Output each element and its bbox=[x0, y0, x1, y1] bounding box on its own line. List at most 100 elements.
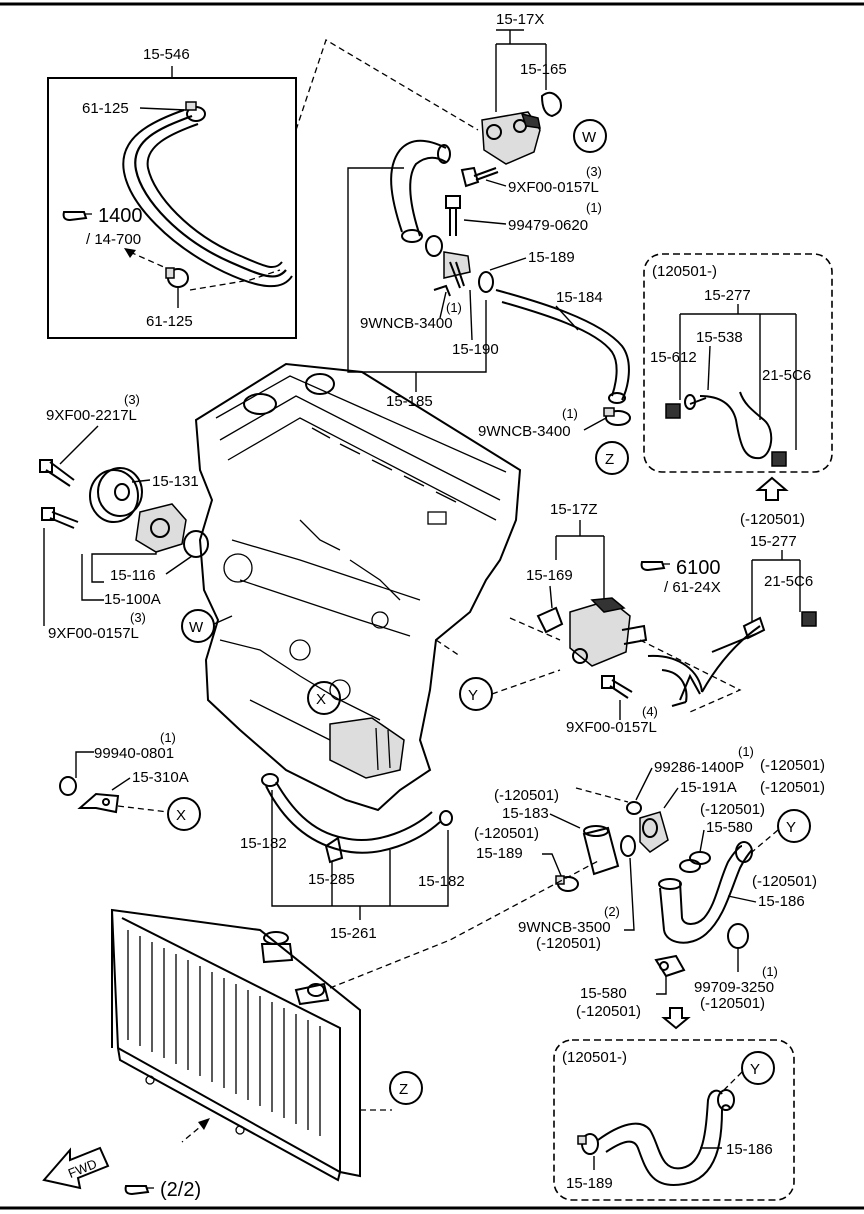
callout-y-right[interactable] bbox=[777, 809, 811, 843]
label-qty4[interactable]: (4) bbox=[642, 704, 658, 719]
label-15-169[interactable]: 15-169 bbox=[526, 567, 573, 584]
callout-z-radiator[interactable] bbox=[389, 1071, 423, 1105]
label-15-538[interactable]: 15-538 bbox=[696, 329, 743, 346]
label-99479-0620[interactable]: 99479-0620 bbox=[508, 217, 588, 234]
label-15-190[interactable]: 15-190 bbox=[452, 341, 499, 358]
label-15-165[interactable]: 15-165 bbox=[520, 61, 567, 78]
water-outlet-15-17z bbox=[569, 597, 648, 667]
gasket-15-116 bbox=[183, 530, 209, 558]
callout-x-detail[interactable] bbox=[167, 797, 201, 831]
label-99709-3250[interactable]: 99709-3250 bbox=[694, 979, 774, 996]
label-qty1-a[interactable]: (1) bbox=[586, 200, 602, 215]
label-qty1-e[interactable]: (1) bbox=[738, 744, 754, 759]
label-15-100a[interactable]: 15-100A bbox=[104, 591, 161, 608]
label-21-5c6-a[interactable]: 21-5C6 bbox=[762, 367, 811, 384]
label-15-189-c[interactable]: 15-189 bbox=[566, 1175, 613, 1192]
label-date-120501-c[interactable]: (-120501) bbox=[760, 779, 825, 796]
label-9xf00-0157l-b[interactable]: 9XF00-0157L bbox=[48, 625, 139, 642]
label-15-17x[interactable]: 15-17X bbox=[496, 11, 544, 28]
label-15-189-a[interactable]: 15-189 bbox=[528, 249, 575, 266]
ref-14-700[interactable]: / 14-700 bbox=[86, 231, 141, 248]
radiator bbox=[110, 908, 361, 1182]
callout-w-engine[interactable] bbox=[181, 609, 215, 643]
ref-6100[interactable]: 6100 bbox=[676, 557, 721, 579]
label-9xf00-0157l-a[interactable]: 9XF00-0157L bbox=[508, 179, 599, 196]
clamp-99709-3250 bbox=[727, 923, 749, 949]
label-date-120501-h[interactable]: (-120501) bbox=[536, 935, 601, 952]
svg-text:W: W bbox=[189, 619, 204, 636]
label-15-116[interactable]: 15-116 bbox=[110, 567, 156, 584]
clamp-61-125-top bbox=[185, 101, 206, 122]
label-61-125-bottom[interactable]: 61-125 bbox=[146, 313, 193, 330]
label-9wncb-3400-b[interactable]: 9WNCB-3400 bbox=[478, 423, 571, 440]
ref-page-2-2[interactable]: (2/2) bbox=[160, 1179, 201, 1201]
label-qty3-a[interactable]: (3) bbox=[586, 164, 602, 179]
label-15-612[interactable]: 15-612 bbox=[650, 349, 697, 366]
callout-z-right[interactable] bbox=[595, 441, 629, 475]
label-date-120501-g[interactable]: (-120501) bbox=[752, 873, 817, 890]
label-15-182-b[interactable]: 15-182 bbox=[418, 873, 465, 890]
label-15-184[interactable]: 15-184 bbox=[556, 289, 603, 306]
label-15-17z[interactable]: 15-17Z bbox=[550, 501, 598, 518]
ref-1400[interactable]: 1400 bbox=[98, 205, 143, 227]
label-21-5c6-b[interactable]: 21-5C6 bbox=[764, 573, 813, 590]
label-15-285[interactable]: 15-285 bbox=[308, 871, 355, 888]
svg-text:Y: Y bbox=[786, 819, 796, 836]
label-99940-0801[interactable]: 99940-0801 bbox=[94, 745, 174, 762]
label-date-120501-i[interactable]: (-120501) bbox=[700, 995, 765, 1012]
label-date-120501-b[interactable]: (-120501) bbox=[760, 757, 825, 774]
label-9xf00-0157l-c[interactable]: 9XF00-0157L bbox=[566, 719, 657, 736]
bolt-9xf00-0157l-b bbox=[41, 507, 79, 529]
label-9xf00-2217l[interactable]: 9XF00-2217L bbox=[46, 407, 137, 424]
label-date-120501-e[interactable]: (-120501) bbox=[700, 801, 765, 818]
label-99286-1400p[interactable]: 99286-1400P bbox=[654, 759, 744, 776]
callout-w-top[interactable] bbox=[573, 119, 607, 153]
engine-assembly bbox=[194, 362, 522, 812]
label-date-120501-a[interactable]: (-120501) bbox=[740, 511, 805, 528]
label-15-277-a[interactable]: 15-277 bbox=[704, 287, 751, 304]
label-15-580-a[interactable]: 15-580 bbox=[706, 819, 753, 836]
label-15-189-b[interactable]: 15-189 bbox=[476, 845, 523, 862]
label-15-261[interactable]: 15-261 bbox=[330, 925, 377, 942]
label-15-546[interactable]: 15-546 bbox=[143, 46, 190, 63]
label-15-183[interactable]: 15-183 bbox=[502, 805, 549, 822]
label-9wncb-3500[interactable]: 9WNCB-3500 bbox=[518, 919, 611, 936]
label-9wncb-3400-a[interactable]: 9WNCB-3400 bbox=[360, 315, 453, 332]
label-qty1-d[interactable]: (1) bbox=[160, 730, 176, 745]
label-date-120501-d[interactable]: (-120501) bbox=[494, 787, 559, 804]
svg-text:Z: Z bbox=[399, 1081, 408, 1098]
label-qty1-f[interactable]: (1) bbox=[762, 964, 778, 979]
label-15-186-b[interactable]: 15-186 bbox=[726, 1141, 773, 1158]
label-15-131[interactable]: 15-131 bbox=[152, 473, 199, 490]
label-15-186-a[interactable]: 15-186 bbox=[758, 893, 805, 910]
box-title-120501-b[interactable]: (120501-) bbox=[562, 1049, 627, 1066]
label-qty2[interactable]: (2) bbox=[604, 904, 620, 919]
pointing-hand-icon-page bbox=[124, 1185, 154, 1196]
bracket-15-185 bbox=[347, 167, 487, 373]
bolt-9xf00-0157l-c bbox=[601, 675, 633, 699]
hose-15-182 bbox=[261, 773, 453, 854]
label-15-182-a[interactable]: 15-182 bbox=[240, 835, 287, 852]
label-15-277-b[interactable]: 15-277 bbox=[750, 533, 797, 550]
callout-x-engine[interactable] bbox=[307, 681, 341, 715]
label-61-125-top[interactable]: 61-125 bbox=[82, 100, 129, 117]
callout-y-box[interactable] bbox=[741, 1051, 775, 1085]
label-qty3-b[interactable]: (3) bbox=[124, 392, 140, 407]
box-title-120501-a[interactable]: (120501-) bbox=[652, 263, 717, 280]
label-qty1-c[interactable]: (1) bbox=[562, 406, 578, 421]
hose-15-186-b bbox=[597, 1089, 735, 1187]
label-15-580-b[interactable]: 15-580 bbox=[580, 985, 627, 1002]
label-15-191a[interactable]: 15-191A bbox=[680, 779, 737, 796]
hose-15-184 bbox=[495, 289, 630, 404]
ref-61-24x[interactable]: / 61-24X bbox=[664, 579, 721, 596]
hose-15-277-b bbox=[647, 611, 817, 707]
label-date-120501-f[interactable]: (-120501) bbox=[474, 825, 539, 842]
label-qty1-b[interactable]: (1) bbox=[446, 300, 462, 315]
label-15-310a[interactable]: 15-310A bbox=[132, 769, 189, 786]
label-qty3-c[interactable]: (3) bbox=[130, 610, 146, 625]
bolt-9xf00-2217l bbox=[39, 459, 75, 487]
bolt-9xf00-0157l-a bbox=[460, 166, 499, 188]
label-date-120501-j[interactable]: (-120501) bbox=[576, 1003, 641, 1020]
box-120501-a bbox=[643, 253, 833, 473]
